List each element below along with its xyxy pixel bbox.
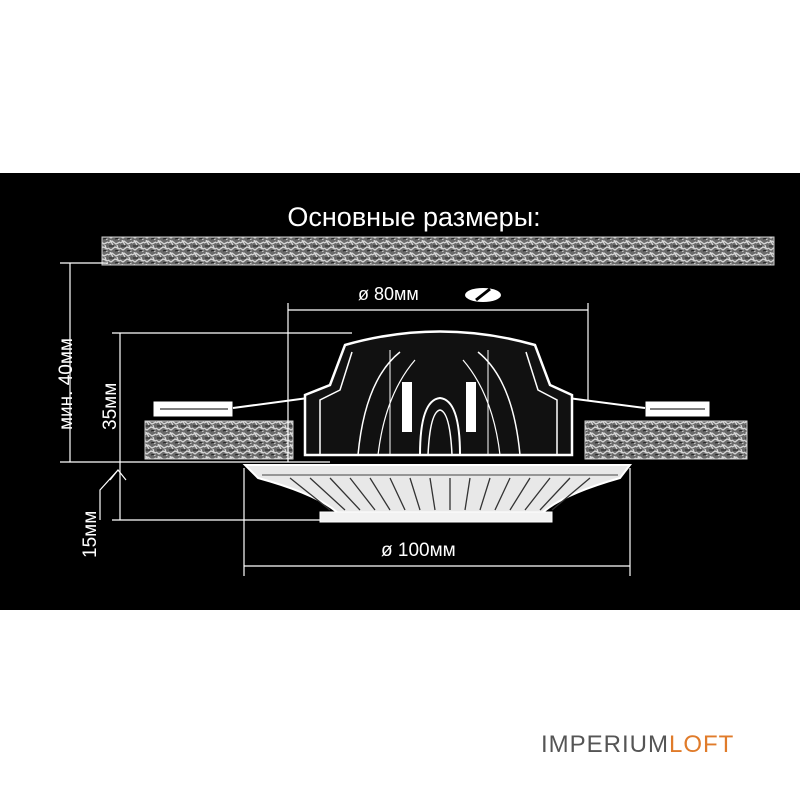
inner-diameter-dimension <box>287 303 589 462</box>
brand-watermark: IMPERIUMLOFT <box>541 731 734 759</box>
screwdriver-icon <box>465 287 501 302</box>
ceiling-panel-left <box>144 420 294 460</box>
depth-dimensions <box>60 262 352 521</box>
inner-diameter-label: ø 80мм <box>358 284 419 304</box>
brand-part-imperium: IMPERIUM <box>541 731 669 758</box>
diagram-title: Основные размеры: <box>287 202 540 232</box>
body-height-label: 35мм <box>100 383 121 430</box>
ceiling-slab-top <box>101 236 775 266</box>
lamp-body <box>303 330 574 457</box>
outer-diameter-dimension <box>243 468 631 576</box>
spring-clip-left <box>152 397 309 418</box>
flange-height-label: 15мм <box>80 511 101 558</box>
outer-diameter-label: ø 100мм <box>381 540 456 561</box>
min-depth-label: мин. 40мм <box>56 338 77 430</box>
lamp-flange <box>242 464 633 523</box>
spring-clip-right <box>567 397 711 418</box>
brand-part-loft: LOFT <box>669 731 735 758</box>
ceiling-panel-right <box>584 420 748 460</box>
